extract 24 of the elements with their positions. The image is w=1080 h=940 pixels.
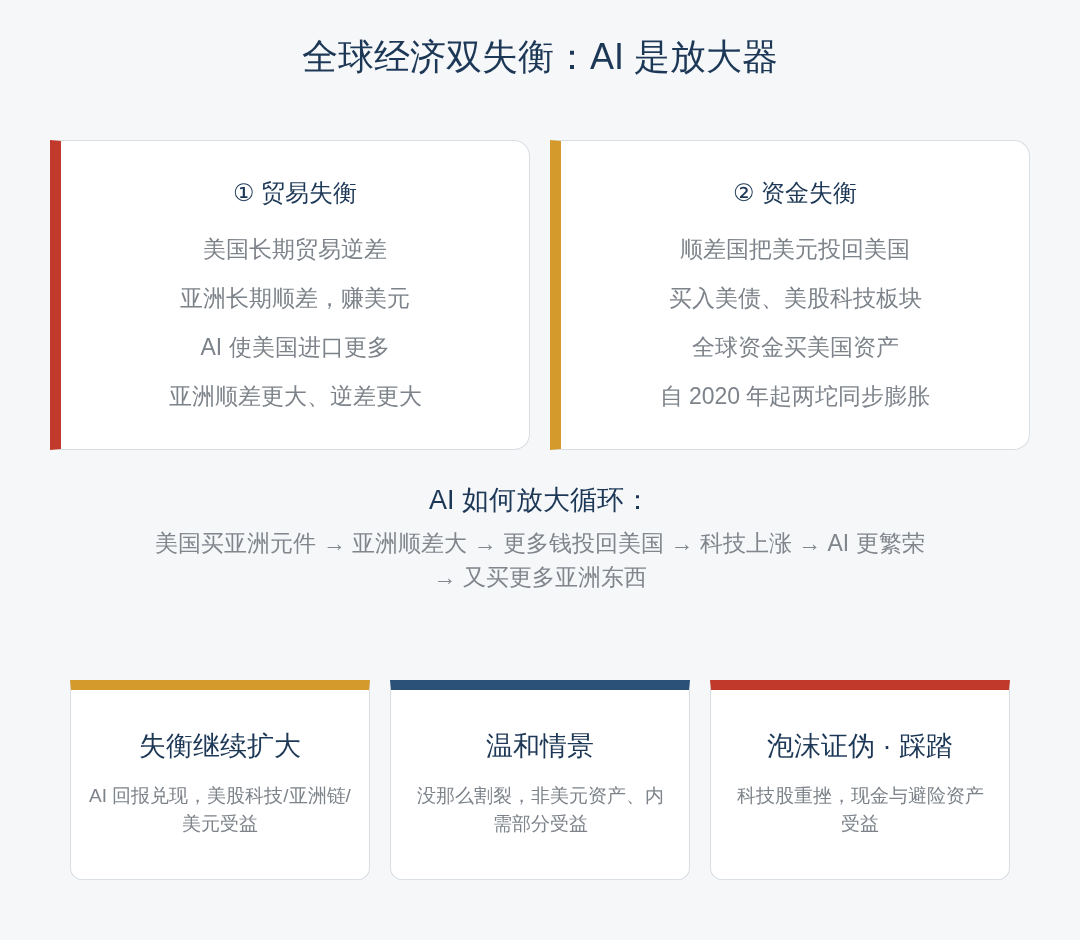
scenario-card xyxy=(710,680,1010,880)
card-heading: 温和情景 xyxy=(485,730,595,763)
card-heading: 泡沫证伪 · 踩踏 xyxy=(766,730,954,763)
section-heading: AI 如何放大循环： xyxy=(428,484,652,517)
card-heading: 失衡继续扩大 xyxy=(138,730,302,763)
card-heading: ② 资金失衡 xyxy=(731,178,859,208)
card-text: 买入美债、美股科技板块 xyxy=(667,284,923,313)
card-text: 自 2020 年起两坨同步膨胀 xyxy=(658,382,932,411)
card-text: AI 使美国进口更多 xyxy=(199,333,391,362)
card-heading: ① 贸易失衡 xyxy=(231,178,359,208)
page-title: 全球经济双失衡：AI 是放大器 xyxy=(301,35,779,79)
scenario-card xyxy=(390,680,690,880)
card-text: 全球资金买美国资产 xyxy=(690,333,900,362)
card-text: 美国长期贸易逆差 xyxy=(202,235,388,264)
card-text: 亚洲长期顺差，赚美元 xyxy=(179,284,411,313)
card-text: 亚洲顺差更大、逆差更大 xyxy=(167,382,423,411)
scenario-card xyxy=(70,680,370,880)
card-text: 没那么割裂，非美元资产、内需部分受益 xyxy=(415,784,665,836)
card-text: 顺差国把美元投回美国 xyxy=(679,235,911,264)
info-card xyxy=(550,140,1030,450)
flow-text: 美国买亚洲元件 → 亚洲顺差大 → 更多钱投回美国 → 科技上涨 → AI 更繁荣 → 又买更多亚洲东西 xyxy=(154,529,926,592)
card-text: AI 回报兑现，美股科技/亚洲链/美元受益 xyxy=(89,784,351,836)
card-text: 科技股重挫，现金与避险资产受益 xyxy=(735,784,985,836)
info-card xyxy=(50,140,530,450)
